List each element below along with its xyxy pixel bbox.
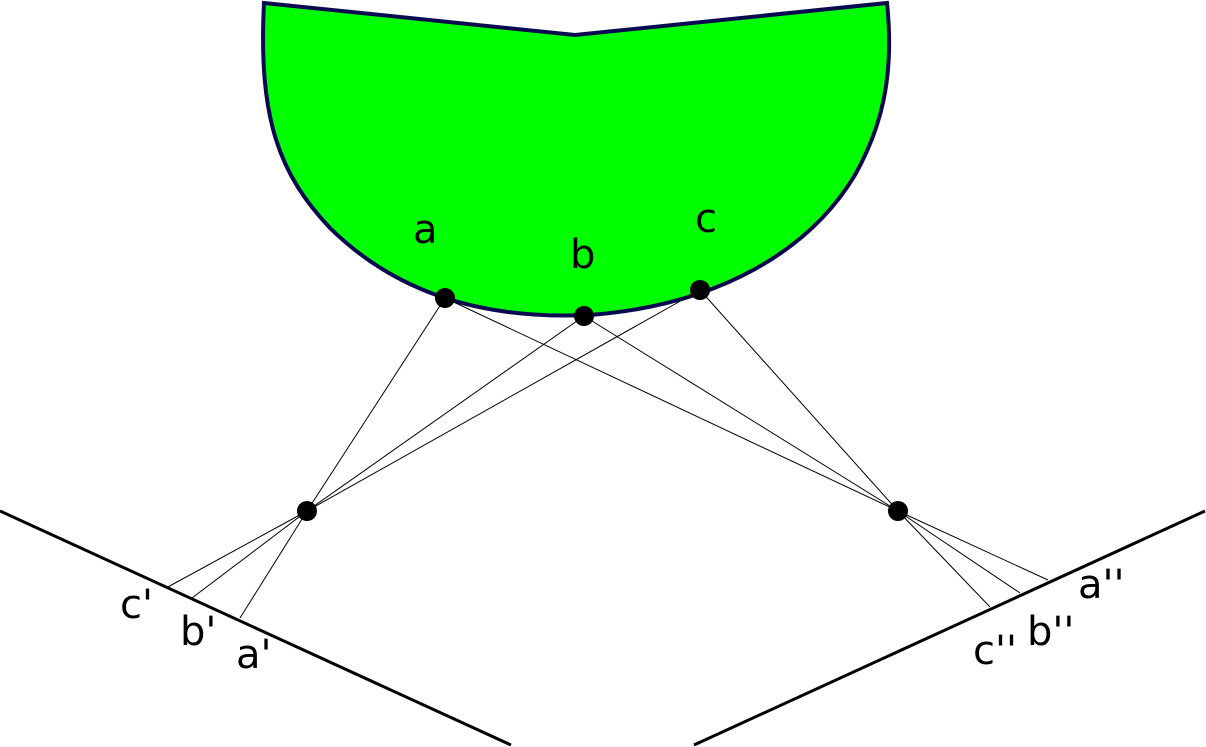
label-a-double-prime: a'' bbox=[1078, 562, 1125, 608]
right-image-plane bbox=[693, 509, 1206, 747]
ray-b-left bbox=[306, 315, 585, 512]
label-c-prime: c' bbox=[120, 582, 153, 628]
ray-c-left-image bbox=[165, 510, 308, 589]
label-b: b bbox=[570, 232, 595, 278]
point-c bbox=[690, 280, 710, 300]
ray-c-left bbox=[306, 289, 701, 512]
ray-a-left bbox=[306, 297, 446, 512]
ray-b-left-image bbox=[191, 510, 308, 599]
ray-b-right bbox=[583, 315, 899, 512]
label-c: c bbox=[695, 196, 717, 242]
point-b bbox=[574, 306, 594, 326]
ray-a-right bbox=[444, 297, 899, 512]
label-b-double-prime: b'' bbox=[1027, 609, 1074, 655]
label-c-double-prime: c'' bbox=[973, 628, 1017, 674]
label-a: a bbox=[413, 207, 438, 253]
left-projection-center bbox=[297, 501, 317, 521]
label-a-prime: a' bbox=[236, 632, 272, 678]
point-a bbox=[435, 288, 455, 308]
left-image-plane bbox=[0, 509, 512, 747]
ray-a-left-image bbox=[239, 510, 308, 619]
label-b-prime: b' bbox=[180, 609, 216, 655]
ray-c-right bbox=[699, 289, 899, 512]
ray-a-right-image bbox=[897, 510, 1049, 581]
ray-b-right-image bbox=[897, 510, 1021, 594]
right-projection-center bbox=[888, 501, 908, 521]
ray-c-right-image bbox=[897, 510, 991, 608]
